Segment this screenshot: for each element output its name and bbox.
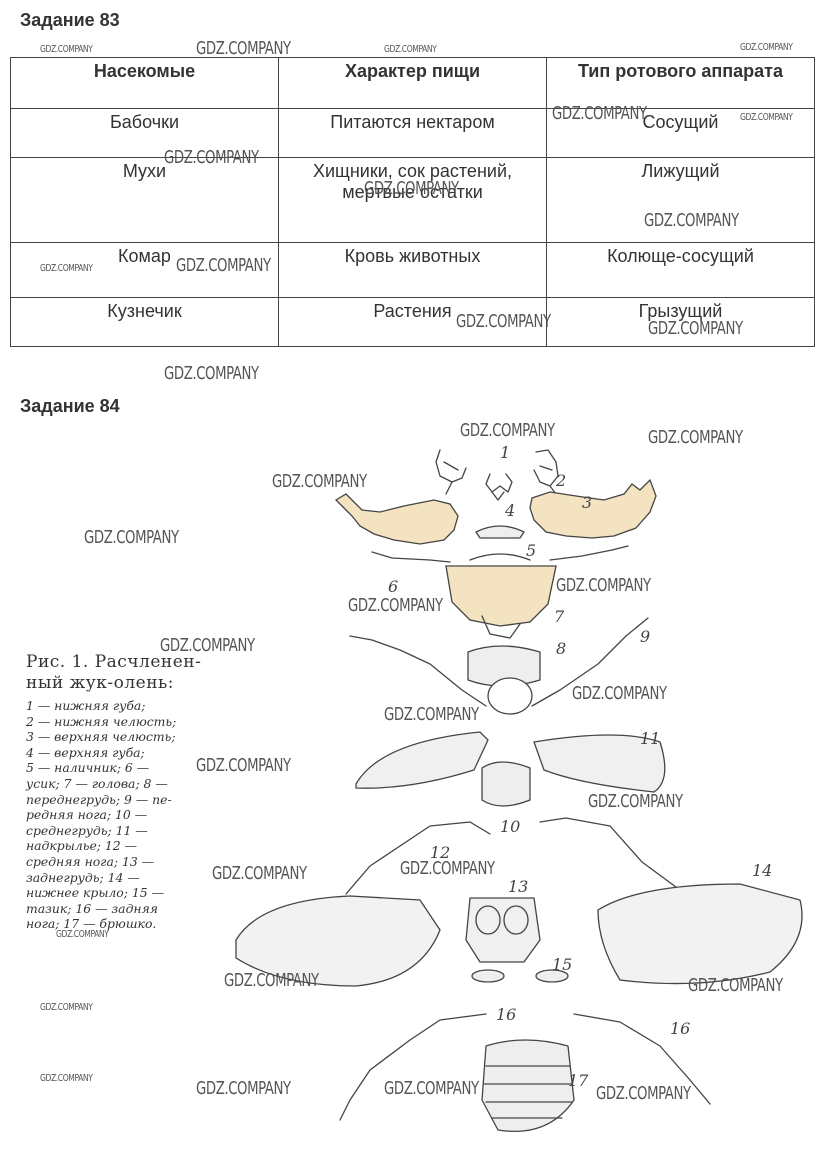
cell-food: Хищники, сок растений,мертвые остатки [278, 157, 547, 243]
coxa-left [471, 969, 505, 983]
figure-number-label: 12 [430, 843, 450, 862]
figure-number-label: 3 [582, 493, 592, 512]
figure-number-label: 17 [568, 1071, 589, 1090]
figure-number-label: 7 [554, 607, 565, 626]
header-mouthparts: Тип ротового аппарата [546, 57, 815, 109]
abdomen-segments [483, 1065, 573, 1119]
mandible-left [334, 493, 459, 545]
figure-number-label: 2 [555, 471, 566, 490]
insects-table: Насекомые Характер пищи Тип ротового апп… [10, 57, 815, 347]
figure-number-label: 15 [552, 955, 572, 974]
cell-mouthparts: Грызущий [546, 297, 815, 347]
figure-caption: Рис. 1. Расчленен-ный жук-олень: 1 — ниж… [26, 652, 216, 932]
hind-leg-right [573, 1013, 711, 1105]
caption-legend-line: нога; 17 — брюшко. [26, 916, 157, 932]
mesothorax [481, 761, 531, 807]
cell-text-line: мертвые остатки [342, 182, 483, 202]
caption-legend-line: переднегрудь; 9 — пе- [26, 791, 172, 807]
caption-legend-line: тазик; 16 — задняя [26, 900, 158, 916]
middle-leg-right [539, 817, 681, 891]
figure-number-label: 14 [752, 861, 772, 880]
middle-leg-left [345, 821, 491, 895]
table-row: Комар Кровь животных Колюще-сосущий [10, 242, 815, 298]
figure-number-label: 6 [388, 577, 398, 596]
elytron-left [355, 731, 489, 789]
task-84-title: Задание 84 [20, 396, 120, 416]
cell-insect: Бабочки [10, 108, 279, 158]
hind-wing-right [597, 883, 803, 985]
maxilla-left [435, 449, 467, 495]
front-leg-right [531, 617, 649, 707]
caption-legend-line: 2 — нижняя челюсть; [26, 713, 177, 729]
labium [485, 473, 513, 501]
metathorax-plate-left [475, 905, 501, 935]
table-row: Бабочки Питаются нектаром Сосущий [10, 108, 815, 158]
figure-number-label: 4 [504, 501, 515, 520]
caption-legend-line: 5 — наличник; 6 — [26, 760, 150, 776]
labrum [475, 525, 525, 539]
figure-number-label: 11 [640, 729, 660, 748]
clypeus [469, 553, 531, 561]
figure-number-label: 10 [500, 817, 520, 836]
caption-legend: 1 — нижняя губа;2 — нижняя челюсть;3 — в… [26, 698, 216, 932]
cell-food: Растения [278, 297, 547, 347]
front-leg-left [349, 635, 487, 707]
figure-number-label: 5 [526, 541, 536, 560]
caption-legend-line: средняя нога; 13 — [26, 853, 155, 869]
header-food: Характер пищи [278, 57, 547, 109]
caption-legend-line: нижнее крыло; 15 — [26, 885, 164, 901]
caption-legend-line: редняя нога; 10 — [26, 807, 148, 823]
head [445, 565, 557, 627]
metathorax [465, 897, 541, 963]
caption-legend-line: среднегрудь; 11 — [26, 822, 148, 838]
task-83-title: Задание 83 [20, 10, 120, 30]
cell-food: Питаются нектаром [278, 108, 547, 158]
caption-legend-line: усик; 7 — голова; 8 — [26, 775, 168, 791]
caption-title-line: ный жук-олень: [26, 673, 175, 693]
cell-text-line: Хищники, сок растений, [312, 161, 512, 181]
figure-number-label: 13 [508, 877, 528, 896]
cell-insect: Кузнечик [10, 297, 279, 347]
prothorax-coxa [487, 677, 533, 715]
abdomen [481, 1039, 575, 1133]
figure-number-label: 1 [500, 443, 510, 462]
elytron-right [533, 734, 666, 793]
antenna-left [371, 551, 451, 563]
table-row: Мухи Хищники, сок растений,мертвые остат… [10, 157, 815, 243]
head-base [481, 615, 521, 639]
figure-number-label: 16 [496, 1005, 516, 1024]
cell-insect: Комар [10, 242, 279, 298]
coxa-right [535, 969, 569, 983]
header-insects: Насекомые [10, 57, 279, 109]
figure-number-label: 16 [670, 1019, 690, 1038]
figure-number-label: 8 [556, 639, 566, 658]
hind-leg-left [339, 1013, 487, 1121]
caption-legend-line: 4 — верхняя губа; [26, 744, 145, 760]
cell-mouthparts: Лижущий [546, 157, 815, 243]
mandible-right [529, 478, 657, 539]
table-row: Кузнечик Растения Грызущий [10, 297, 815, 347]
figure-number-label: 9 [640, 627, 650, 646]
caption-legend-line: заднегрудь; 14 — [26, 869, 140, 885]
maxilla-right [533, 449, 559, 495]
antenna-right [549, 545, 629, 561]
caption-legend-line: 1 — нижняя губа; [26, 698, 146, 713]
caption-legend-line: надкрылье; 12 — [26, 838, 138, 854]
caption-title: Рис. 1. Расчленен-ный жук-олень: [26, 652, 216, 694]
prothorax [467, 645, 541, 687]
table-header-row: Насекомые Характер пищи Тип ротового апп… [10, 57, 815, 109]
caption-title-line: Рис. 1. Расчленен- [26, 652, 202, 672]
metathorax-plate-right [503, 905, 529, 935]
caption-legend-line: 3 — верхняя челюсть; [26, 729, 176, 745]
hind-wing-left [235, 895, 441, 987]
cell-insect: Мухи [10, 157, 279, 243]
